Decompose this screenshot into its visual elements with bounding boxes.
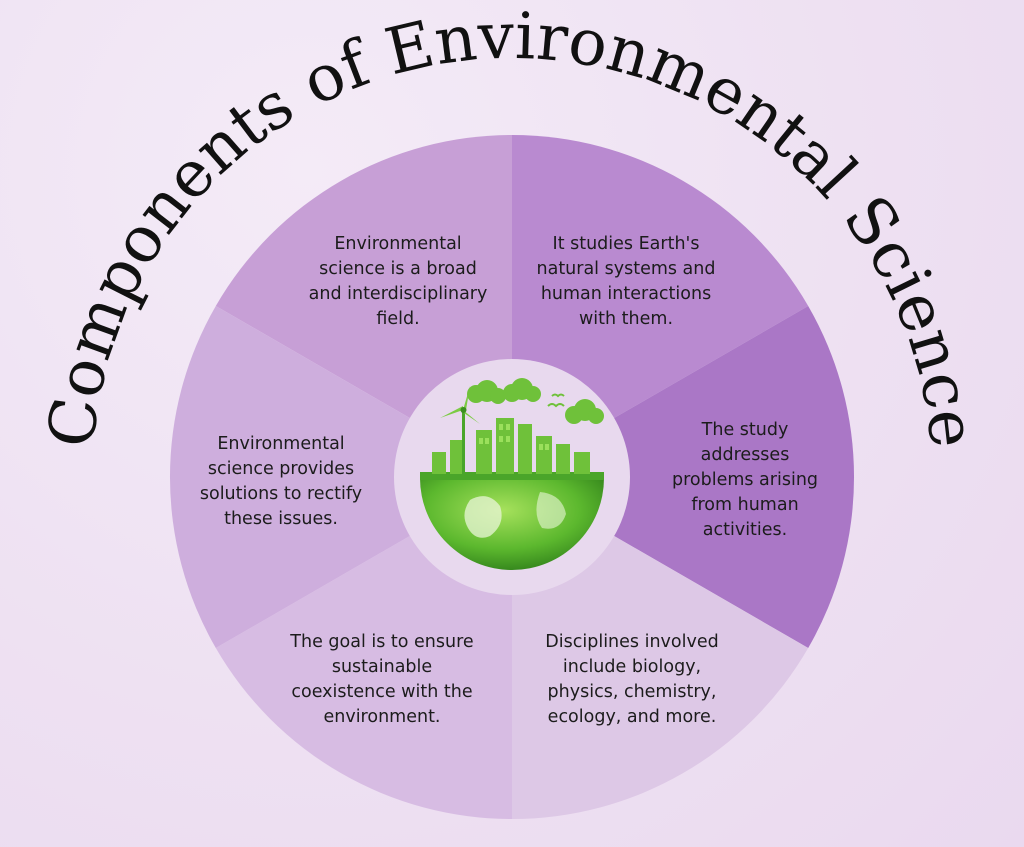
- segment-text-right: The study addresses problems arising fro…: [671, 420, 819, 540]
- segment-left: [169, 306, 512, 648]
- segment-text-bottom-right: Disciplines involved include biology, ph…: [545, 632, 719, 727]
- segment-text-bottom-left: The goal is to ensure sustainable coexis…: [290, 632, 474, 727]
- segment-text-top-left: Environmental science is a broad and int…: [308, 234, 488, 329]
- segment-text-top-right: It studies Earth's natural systems and h…: [536, 234, 716, 329]
- segment-right: [512, 306, 855, 648]
- segment-text-left: Environmental science provides solutions…: [199, 434, 363, 529]
- green-city-globe-icon: [420, 378, 604, 570]
